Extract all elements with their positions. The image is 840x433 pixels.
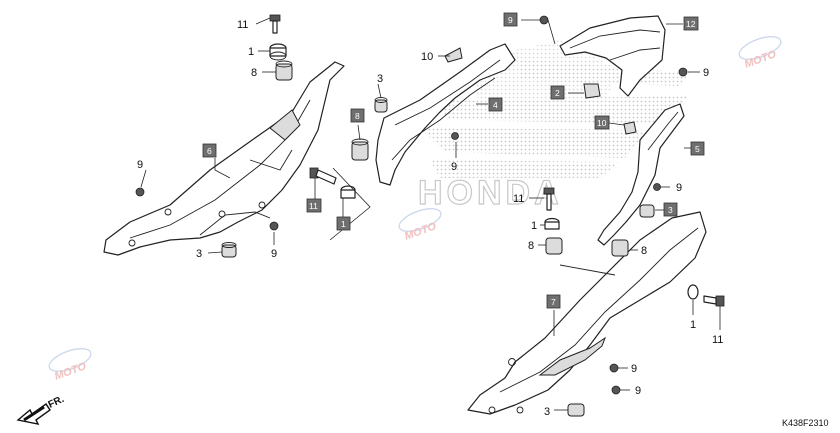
callouts: 11 1 8 3 6 9 3 9 8 11 1 10 4 9 9 12 9 2 … [137, 12, 723, 418]
boxed-callout-12: 12 [686, 19, 696, 29]
callout-1: 1 [248, 46, 254, 58]
boxed-callout-12-box [683, 16, 699, 31]
front-direction-indicator: FR. [16, 394, 66, 425]
boxed-callout-1: 1 [341, 219, 346, 229]
callout-1: 1 [531, 220, 537, 232]
callout-8: 8 [528, 240, 534, 252]
boxed-callout-3-box [663, 202, 678, 217]
right-upper-cover [597, 103, 685, 246]
collar-1-right [544, 217, 560, 230]
collar-1-top [269, 43, 287, 61]
grommet-8-right-lower [611, 239, 629, 257]
collar-1-far-right [687, 284, 699, 300]
grommet-8-middle [351, 138, 369, 161]
boxed-callout-9: 9 [508, 15, 513, 25]
moto-watermark-text: MOTO [53, 360, 88, 383]
screw-9-right-b [611, 385, 621, 395]
boxed-callout-10: 10 [597, 118, 607, 128]
callout-1: 1 [690, 319, 696, 331]
boxed-callout-3: 3 [668, 205, 673, 215]
moto-watermark-text: MOTO [403, 220, 438, 243]
grommet-8-top [275, 60, 293, 81]
rubber-3-left [374, 97, 388, 113]
boxed-callout-2-box [550, 85, 565, 100]
boxed-callout-8: 8 [355, 111, 360, 121]
rubber-3-right-bottom [567, 403, 585, 417]
direction-label: FR. [47, 394, 66, 411]
boxed-callout-11: 11 [309, 201, 318, 211]
screw-9-right-a [609, 363, 619, 373]
boxed-callout-9-box [503, 12, 518, 27]
boxed-callout-5: 5 [695, 144, 700, 154]
callout-9: 9 [676, 182, 682, 194]
boxed-callout-8-box [350, 108, 365, 123]
left-fasteners [135, 14, 388, 258]
callout-3: 3 [544, 406, 550, 418]
moto-watermark-text: MOTO [743, 48, 778, 71]
rubber-3-bottom-left [221, 242, 237, 258]
boxed-callout-6-box [202, 143, 217, 158]
left-side-cover [103, 61, 345, 256]
boxed-callout-4: 4 [493, 100, 498, 110]
bolt-11-top [269, 14, 281, 34]
callout-9: 9 [631, 363, 637, 375]
bolt-11-right [543, 187, 555, 211]
bolt-11-middle [309, 167, 337, 185]
boxed-callout-2: 2 [555, 88, 560, 98]
right-side-cover [467, 211, 707, 415]
callout-9: 9 [271, 248, 277, 260]
boxed-callout-7-box [546, 294, 561, 309]
boxed-callout-5-box [690, 141, 705, 156]
boxed-callout-6: 6 [207, 146, 212, 156]
callout-11: 11 [513, 193, 524, 205]
callout-10: 10 [421, 51, 433, 63]
boxed-callout-7: 7 [551, 297, 556, 307]
honda-wing-watermark: HONDA [417, 40, 690, 213]
callout-8: 8 [641, 245, 647, 257]
rubber-3-right [639, 204, 655, 218]
rear-cowl [539, 15, 688, 99]
boxed-callout-10-box [594, 115, 610, 130]
callout-9: 9 [451, 161, 457, 173]
screw-9-middle [269, 221, 279, 231]
inner-side-cover [375, 43, 516, 186]
screw-9-left [135, 187, 145, 197]
callout-9: 9 [137, 159, 143, 171]
honda-brand-watermark: HONDA [418, 174, 563, 212]
boxed-callout-4-box [488, 97, 503, 112]
collar-1-middle [340, 185, 356, 199]
callout-3: 3 [377, 73, 383, 85]
moto-watermark: MOTO [48, 348, 92, 383]
boxed-callout-1-box [336, 216, 351, 231]
boxed-callout-11-box [306, 198, 322, 213]
callout-11: 11 [712, 334, 723, 346]
drawing-code: K438F2310 [782, 418, 829, 428]
callout-8: 8 [251, 67, 257, 79]
callout-9: 9 [703, 67, 709, 79]
right-fasteners [543, 187, 725, 417]
grommet-8-right [545, 237, 563, 255]
bolt-11-far-right [703, 295, 725, 307]
leader-lines [140, 17, 721, 411]
moto-watermark: MOTO [398, 208, 442, 243]
callout-3: 3 [196, 248, 202, 260]
moto-watermark: MOTO [738, 36, 782, 71]
callout-9: 9 [635, 385, 641, 397]
callout-11: 11 [237, 19, 248, 31]
